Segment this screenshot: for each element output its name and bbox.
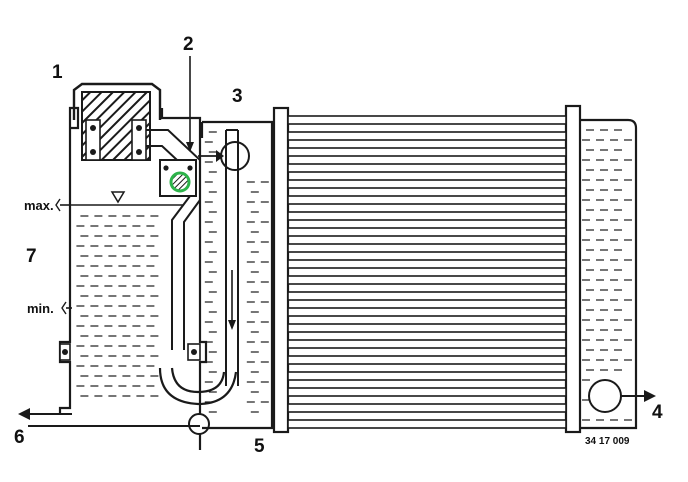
min-level-label: min. bbox=[27, 301, 54, 316]
leader-lines bbox=[60, 56, 191, 309]
outlet-6-arrow-icon bbox=[18, 408, 30, 420]
radiator-tube bbox=[287, 275, 567, 285]
figure-code: 34 17 009 bbox=[585, 436, 630, 447]
standpipe bbox=[225, 129, 239, 386]
radiator-tube bbox=[287, 371, 567, 381]
radiator-core bbox=[272, 104, 582, 434]
radiator-tube bbox=[287, 355, 567, 365]
min-level-pointer bbox=[61, 301, 67, 315]
valve-icon bbox=[169, 171, 191, 193]
radiator-tube bbox=[287, 307, 567, 317]
radiator-tube bbox=[287, 227, 567, 237]
tank-outlet-6 bbox=[28, 413, 200, 427]
callout-4: 4 bbox=[652, 402, 663, 423]
drain-valve bbox=[188, 413, 210, 435]
radiator-tube bbox=[287, 163, 567, 173]
drain-bend bbox=[158, 367, 238, 450]
max-level-pointer bbox=[55, 198, 61, 212]
valve-block bbox=[159, 159, 197, 197]
coolant-in-inlet-tank bbox=[204, 131, 269, 413]
radiator-tube bbox=[287, 323, 567, 333]
coolant-in-expansion-tank bbox=[76, 215, 159, 397]
filler-cap bbox=[72, 82, 162, 161]
radiator-tube bbox=[287, 131, 567, 141]
radiator-tube bbox=[287, 179, 567, 189]
radiator-tube bbox=[287, 211, 567, 221]
radiator-tube bbox=[287, 339, 567, 349]
expansion-tank bbox=[58, 106, 208, 414]
callout-3: 3 bbox=[232, 86, 243, 107]
radiator-tube bbox=[287, 259, 567, 269]
radiator-inlet-tank bbox=[200, 120, 274, 430]
callout-2: 2 bbox=[183, 34, 194, 55]
callout-7: 7 bbox=[26, 246, 37, 267]
callout-6: 6 bbox=[14, 427, 25, 448]
outlet-port bbox=[588, 379, 622, 413]
coolant-in-outlet-tank bbox=[582, 129, 632, 421]
callout-5: 5 bbox=[254, 436, 265, 457]
radiator-tube bbox=[287, 195, 567, 205]
radiator-tube bbox=[287, 147, 567, 157]
radiator-tube bbox=[287, 243, 567, 253]
water-surface-marker bbox=[110, 191, 126, 204]
max-level-label: max. bbox=[24, 198, 54, 213]
radiator-tube bbox=[287, 419, 567, 429]
radiator-tube bbox=[287, 403, 567, 413]
radiator-tube bbox=[287, 115, 567, 125]
tank-fittings bbox=[59, 343, 201, 361]
outlet-arrow-icon bbox=[644, 390, 656, 402]
radiator-outlet-tank bbox=[580, 118, 638, 430]
radiator-tube bbox=[287, 387, 567, 397]
callout-1: 1 bbox=[52, 62, 63, 83]
radiator-tube bbox=[287, 291, 567, 301]
flow-arrow-down bbox=[228, 320, 236, 330]
